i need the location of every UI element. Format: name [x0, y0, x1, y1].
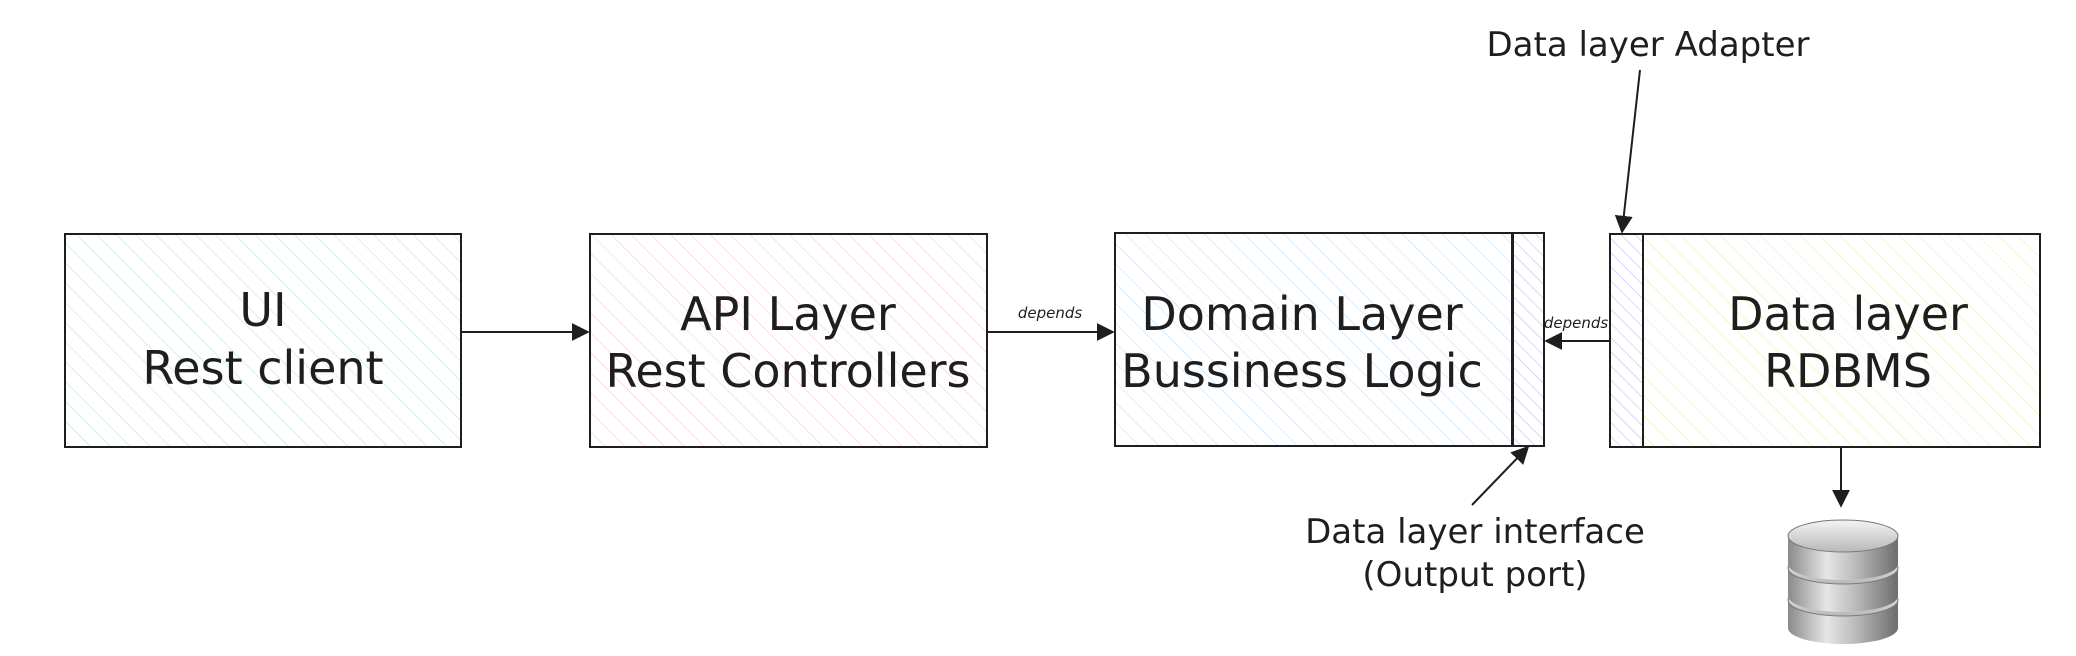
api-layer-box-subtitle: Rest Controllers — [605, 344, 970, 398]
api-layer-box[interactable]: API Layer Rest Controllers — [589, 233, 988, 448]
data-layer-box[interactable]: Data layer RDBMS — [1642, 233, 2041, 448]
api-layer-box-border — [589, 233, 988, 448]
api-to-domain-edge-label: depends — [1018, 304, 1083, 322]
port-annotation-pointer — [1471, 445, 1530, 506]
adapter-strip[interactable] — [1609, 233, 1644, 448]
output-port-strip-fill — [1512, 233, 1544, 446]
domain-layer-box-fill — [1115, 233, 1513, 446]
api-layer-box-title: API Layer — [680, 287, 896, 341]
ui-box-border — [64, 233, 462, 448]
adapter-annotation-pointer — [1614, 69, 1641, 234]
ui-box-subtitle: Rest client — [142, 341, 383, 395]
domain-layer-box-subtitle: Bussiness Logic — [1121, 344, 1483, 398]
domain-layer-box-title: Domain Layer — [1141, 287, 1462, 341]
adapter-strip-fill — [1610, 234, 1643, 447]
data-layer-box-fill — [1643, 234, 2040, 447]
ui-box-title: UI — [239, 283, 286, 337]
port-annotation-line2: (Output port) — [1362, 555, 1587, 595]
ui-box-fill — [65, 234, 461, 447]
port-annotation-line1: Data layer interface — [1305, 512, 1645, 552]
adapter-annotation: Data layer Adapter — [1487, 25, 1810, 65]
output-port-strip[interactable] — [1511, 232, 1545, 447]
domain-layer-box[interactable]: Domain Layer Bussiness Logic — [1114, 232, 1514, 447]
data-to-domain-edge-label: depends — [1544, 314, 1609, 332]
data-layer-box-title: Data layer — [1728, 287, 1968, 341]
data-layer-box-subtitle: RDBMS — [1764, 344, 1932, 398]
ui-box[interactable]: UI Rest client — [64, 233, 462, 448]
database-icon — [1787, 519, 1899, 644]
api-layer-box-fill — [590, 234, 987, 447]
